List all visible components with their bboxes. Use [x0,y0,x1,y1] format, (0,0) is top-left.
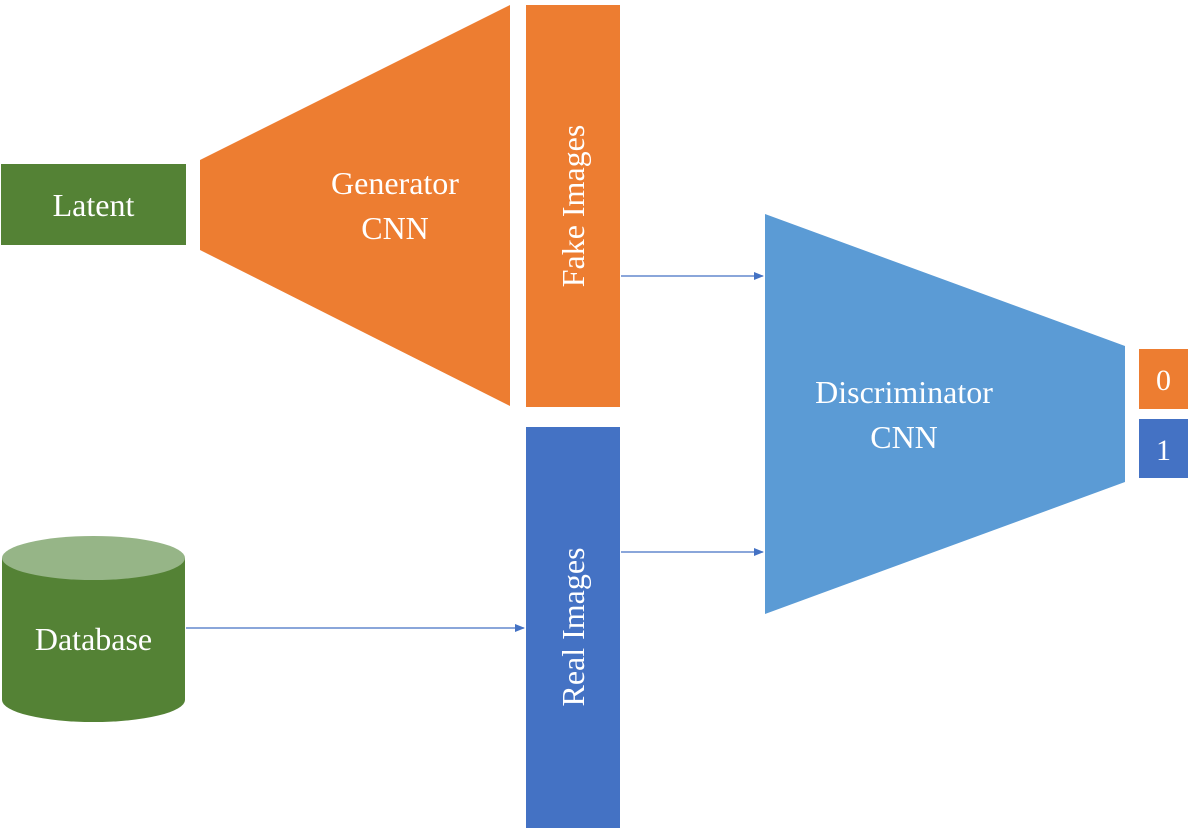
output-real-label: 1 [1156,434,1171,467]
discriminator-node: Discriminator CNN [765,214,1125,614]
database-body [2,558,185,723]
latent-node: Latent [1,164,186,245]
discriminator-shape [765,214,1125,614]
output-real-box [1139,419,1188,478]
real-images-bar [526,427,620,828]
generator-label-line2: CNN [361,210,429,246]
latent-label: Latent [53,187,135,223]
database-top [2,536,185,580]
generator-shape [200,5,510,406]
output-fake-label: 0 [1156,364,1171,397]
database-label: Database [35,621,152,657]
output-real: 1 [1139,419,1188,478]
latent-box [1,164,186,245]
fake-images-node: Fake Images [526,5,620,407]
real-images-node: Real Images [526,427,620,828]
real-images-label: Real Images [555,547,591,706]
fake-images-bar [526,5,620,407]
generator-label-line1: Generator [331,165,459,201]
fake-images-label: Fake Images [555,125,591,288]
discriminator-label-line2: CNN [870,419,938,455]
database-node: Database [2,536,185,723]
generator-node: Generator CNN [200,5,510,406]
discriminator-label-line1: Discriminator [815,374,993,410]
output-fake-box [1139,349,1188,409]
output-fake: 0 [1139,349,1188,409]
